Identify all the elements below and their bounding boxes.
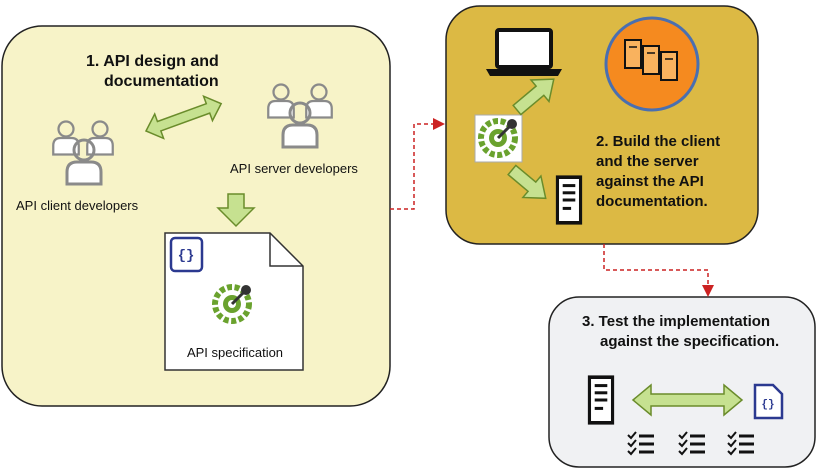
json-doc-icon: {} bbox=[753, 383, 784, 420]
collaboration-double-arrow-icon bbox=[144, 94, 223, 140]
compare-double-arrow-icon bbox=[631, 383, 744, 417]
server-developers-label: API server developers bbox=[230, 161, 358, 176]
build-text-line4: documentation. bbox=[596, 193, 708, 210]
laptop-icon bbox=[486, 28, 562, 76]
client-developers-label: API client developers bbox=[16, 198, 139, 213]
connector-design-to-build bbox=[390, 118, 445, 210]
svg-text:{}: {} bbox=[761, 399, 774, 411]
design-title-line1: 1. API design and bbox=[86, 53, 219, 70]
json-doc-icon: {} bbox=[169, 236, 204, 273]
design-title-line2: documentation bbox=[104, 73, 219, 90]
down-right-arrow-icon bbox=[507, 164, 547, 200]
build-text-line2: and the server bbox=[596, 153, 699, 170]
down-arrow-icon bbox=[216, 193, 256, 228]
server-icon bbox=[587, 375, 615, 425]
svg-text:{}: {} bbox=[178, 248, 195, 264]
server-cluster-icon bbox=[604, 16, 700, 112]
test-text-line1: 3. Test the implementation bbox=[582, 313, 770, 330]
up-arrow-icon bbox=[512, 78, 555, 116]
spec-label: API specification bbox=[187, 345, 283, 360]
openapi-logo-tile bbox=[474, 114, 523, 163]
build-text-line1: 2. Build the client bbox=[596, 133, 720, 150]
test-panel bbox=[548, 296, 816, 468]
build-text-line3: against the API bbox=[596, 173, 704, 190]
test-text-line2: against the specification. bbox=[600, 333, 779, 350]
connector-build-to-test bbox=[603, 244, 714, 297]
server-icon bbox=[555, 175, 583, 225]
